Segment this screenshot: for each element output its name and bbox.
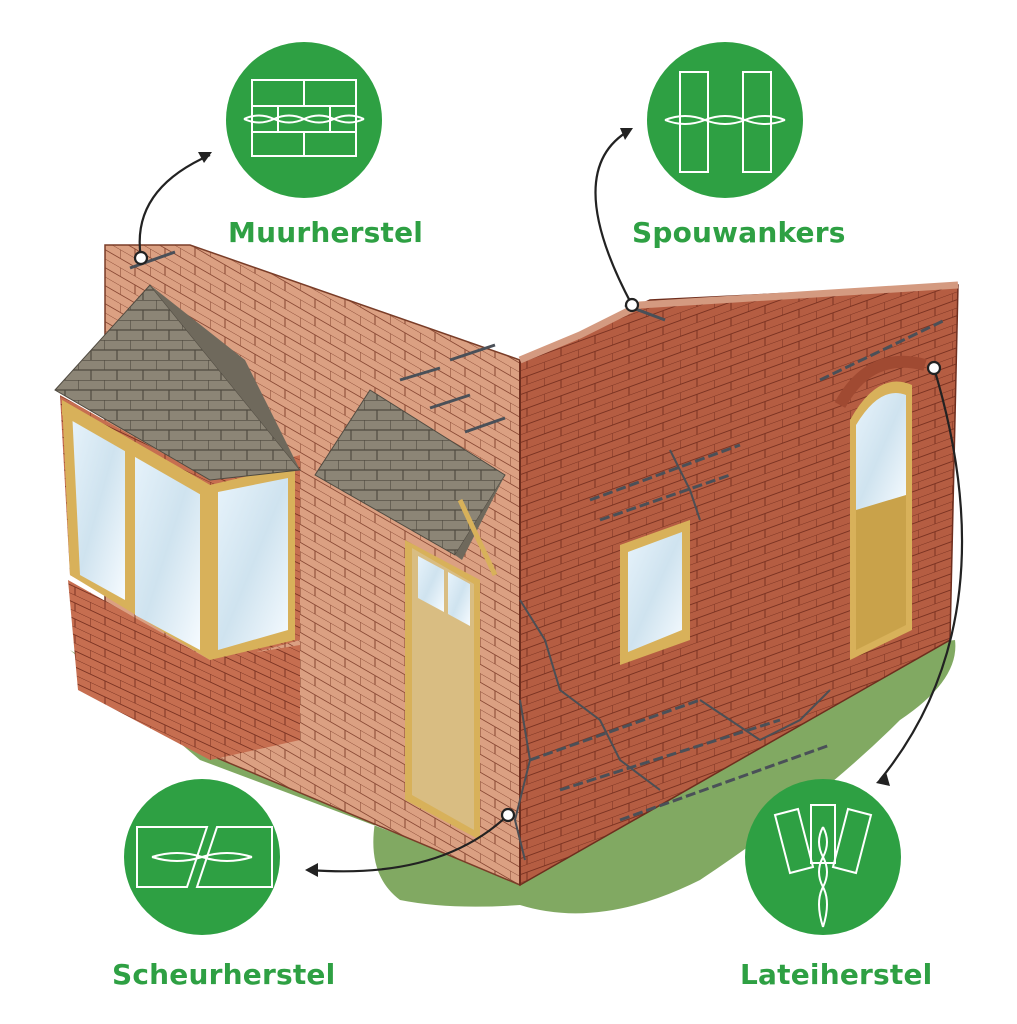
wall-ties (129, 250, 666, 434)
muurherstel-badge (226, 42, 382, 198)
wall-cracks (513, 449, 831, 861)
helical-bars (529, 318, 946, 822)
muurherstel-label: Muurherstel (228, 216, 424, 249)
connector-arrows (138, 129, 964, 873)
lateiherstel-label: Lateiherstel (740, 958, 933, 991)
lateiherstel-badge (745, 779, 901, 935)
arrow-heads (198, 128, 890, 877)
porch (314, 389, 506, 840)
anchor-circles (133, 250, 942, 823)
scheurherstel-badge (124, 779, 280, 935)
scheurherstel-label: Scheurherstel (112, 958, 336, 991)
arched-door (850, 381, 912, 660)
grass-ground (70, 640, 956, 914)
bay-window (54, 284, 301, 760)
right-window (620, 520, 690, 665)
spouwankers-label: Spouwankers (632, 216, 846, 249)
spouwankers-badge (647, 42, 803, 198)
